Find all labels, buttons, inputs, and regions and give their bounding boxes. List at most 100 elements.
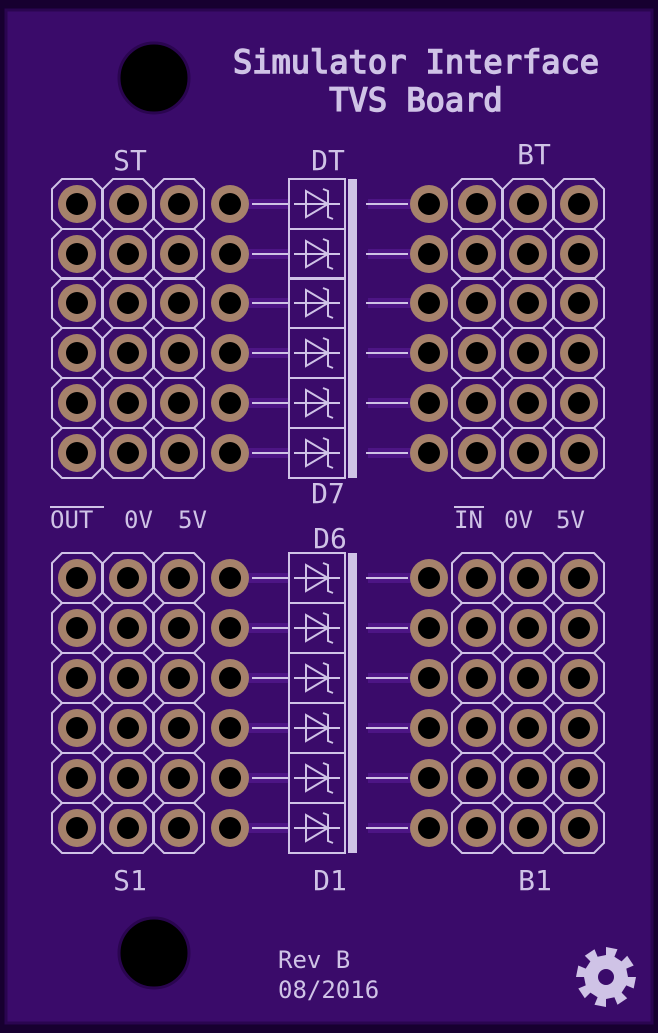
- right-header-pad-5-2: [560, 434, 598, 472]
- right-header-pad-3-0: [458, 334, 496, 372]
- pad-hole: [568, 717, 590, 739]
- right-header-pad-2-2: [560, 659, 598, 697]
- pad-hole: [466, 717, 488, 739]
- pad-hole: [517, 567, 539, 589]
- pad-hole: [517, 193, 539, 215]
- tvs-diode-4: [252, 752, 408, 804]
- pad-hole: [517, 617, 539, 639]
- pad-hole: [168, 342, 190, 364]
- left-diode-pad-3: [211, 709, 249, 747]
- diode-label-dt: DT: [311, 144, 345, 177]
- left-header-pad-0-1: [109, 185, 147, 223]
- pad-hole: [168, 392, 190, 414]
- pad-hole: [168, 667, 190, 689]
- pad-hole: [568, 243, 590, 265]
- header-outline: [451, 802, 605, 854]
- diode-symbol-bar: [322, 812, 334, 844]
- left-header-pad-3-2: [160, 334, 198, 372]
- pad-hole: [568, 817, 590, 839]
- right-header-pad-1-1: [509, 609, 547, 647]
- diode-cathode-band: [348, 803, 357, 853]
- right-header-pad-3-2: [560, 709, 598, 747]
- pad-hole: [66, 817, 88, 839]
- pad-hole: [168, 442, 190, 464]
- pad-hole: [418, 392, 440, 414]
- diode-symbol-bar: [322, 562, 334, 594]
- diode-symbol-triangle: [305, 189, 330, 219]
- mounting-hole-top: [117, 41, 191, 115]
- right-header-pad-4-1: [509, 384, 547, 422]
- left-header-pad-0-0: [58, 559, 96, 597]
- diode-symbol-triangle: [305, 388, 330, 418]
- left-diode-pad-2: [211, 284, 249, 322]
- left-header-pad-0-0: [58, 185, 96, 223]
- open-hardware-gear-icon: [576, 947, 636, 1007]
- right-diode-pad-1: [410, 609, 448, 647]
- diode-label-d1: D1: [313, 864, 347, 897]
- pin-label-out: OUT: [50, 506, 93, 534]
- left-header-pad-4-1: [109, 759, 147, 797]
- diode-symbol-bar: [322, 387, 334, 419]
- right-header-pad-4-2: [560, 384, 598, 422]
- pad-hole: [466, 392, 488, 414]
- pad-hole: [418, 193, 440, 215]
- diode-label-d6: D6: [313, 522, 347, 555]
- pad-hole: [66, 342, 88, 364]
- left-header-pad-5-0: [58, 809, 96, 847]
- header-outline: [451, 427, 605, 479]
- left-header-pad-1-1: [109, 235, 147, 273]
- right-header-pad-1-2: [560, 609, 598, 647]
- right-diode-pad-0: [410, 185, 448, 223]
- left-header-pad-1-2: [160, 235, 198, 273]
- diode-symbol-triangle: [305, 338, 330, 368]
- pad-hole: [219, 617, 241, 639]
- diode-cathode-band: [348, 278, 357, 328]
- diode-cathode-band: [348, 229, 357, 279]
- right-diode-pad-5: [410, 809, 448, 847]
- pad-hole: [418, 767, 440, 789]
- pad-hole: [517, 717, 539, 739]
- diode-symbol-bar: [322, 712, 334, 744]
- left-header-pad-4-0: [58, 759, 96, 797]
- left-diode-pad-4: [211, 759, 249, 797]
- left-header-pad-2-1: [109, 284, 147, 322]
- left-header-pad-0-2: [160, 559, 198, 597]
- pad-hole: [219, 342, 241, 364]
- pin-label-left-5v: 5V: [178, 506, 207, 534]
- right-header-pad-0-1: [509, 185, 547, 223]
- date-label: 08/2016: [278, 976, 379, 1004]
- pad-hole: [168, 717, 190, 739]
- pad-hole: [466, 342, 488, 364]
- pad-hole: [466, 442, 488, 464]
- right-header-pad-0-0: [458, 185, 496, 223]
- pad-hole: [66, 243, 88, 265]
- right-header-pad-4-0: [458, 384, 496, 422]
- bottom-rows: [51, 552, 605, 854]
- left-header-pad-5-1: [109, 809, 147, 847]
- pin-label-left-0v: 0V: [124, 506, 153, 534]
- left-diode-pad-1: [211, 235, 249, 273]
- pad-hole: [66, 667, 88, 689]
- pad-hole: [466, 567, 488, 589]
- diode-symbol-triangle: [305, 239, 330, 269]
- left-header-pad-5-0: [58, 434, 96, 472]
- diode-symbol-triangle: [305, 813, 330, 843]
- left-header-pad-4-0: [58, 384, 96, 422]
- diode-cathode-band: [348, 653, 357, 703]
- diode-symbol-triangle: [305, 613, 330, 643]
- right-header-pad-1-2: [560, 235, 598, 273]
- diode-symbol-bar: [322, 238, 334, 270]
- pad-hole: [117, 392, 139, 414]
- tvs-diode-2: [252, 277, 408, 329]
- pad-hole: [66, 617, 88, 639]
- pin-label-right-0v: 0V: [504, 506, 533, 534]
- diode-cathode-band: [348, 553, 357, 603]
- right-header-pad-3-1: [509, 709, 547, 747]
- right-header-pad-0-0: [458, 559, 496, 597]
- tvs-diode-3: [252, 327, 408, 379]
- left-header-pad-0-1: [109, 559, 147, 597]
- pad-hole: [517, 817, 539, 839]
- pad-hole: [168, 243, 190, 265]
- header-label-b1: B1: [518, 864, 552, 897]
- left-header-pad-1-2: [160, 609, 198, 647]
